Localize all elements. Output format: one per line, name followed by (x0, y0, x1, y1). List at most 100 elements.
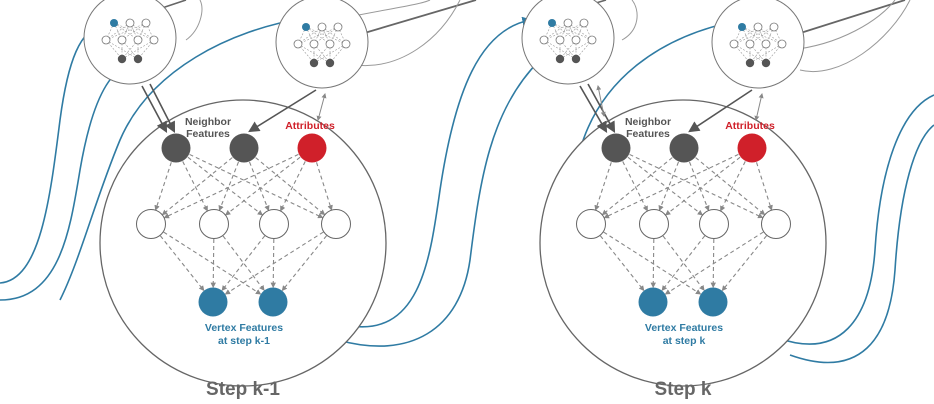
mini-output-node (117, 54, 127, 64)
dashed-edge (221, 235, 266, 292)
mini-hidden-node (555, 35, 565, 45)
hidden-node (321, 209, 351, 239)
vertex-features-label-line2: at step k (663, 335, 706, 347)
mini-node (563, 18, 573, 28)
blue-link-curve (789, 124, 934, 364)
dashed-edge (603, 231, 702, 295)
neighbor-features-label-line2: Features (186, 128, 230, 140)
mini-node (579, 18, 589, 28)
mini-hidden-node (729, 39, 739, 49)
mini-vertex-node (738, 23, 746, 31)
edges (594, 153, 773, 295)
dashed-edge (622, 161, 648, 212)
mini-output-node (571, 54, 581, 64)
dashed-edge (695, 157, 766, 216)
mini-hidden-node (761, 39, 771, 49)
mini-edge (297, 43, 331, 64)
panel-step-curr (539, 99, 827, 387)
vertex-features-label-line1: Vertex Features (205, 322, 283, 334)
mini-hidden-node (293, 39, 303, 49)
dashed-edge (720, 161, 746, 212)
dashed-edge (224, 156, 301, 216)
dashed-edge (280, 161, 306, 212)
mini-node (769, 22, 779, 32)
mini-network-icon (711, 0, 805, 89)
mini-hidden-node (587, 35, 597, 45)
hidden-node (639, 209, 669, 239)
mini-hidden-node (101, 35, 111, 45)
dashed-edge (224, 231, 324, 295)
dashed-edge (627, 156, 704, 216)
feature-arrow (579, 85, 608, 133)
dashed-edge (163, 231, 262, 295)
gray-loop (789, 0, 896, 51)
mini-edge (121, 22, 147, 41)
mini-edge (559, 39, 593, 60)
mini-edge (749, 26, 775, 45)
dashed-edge (599, 235, 645, 292)
mini-hidden-node (745, 39, 755, 49)
neighbor-feature-node (669, 133, 699, 163)
dashed-edge (603, 153, 739, 219)
neighbor-feature-node (601, 133, 631, 163)
hidden-node (259, 209, 289, 239)
dashed-edge (661, 235, 706, 292)
mini-network-icon (521, 0, 615, 85)
mini-network-circle (275, 0, 369, 89)
blue-link-curve (0, 20, 106, 284)
mini-edge (757, 26, 783, 45)
mini-hidden-node (309, 39, 319, 49)
step-label: Step k-1 (206, 379, 280, 400)
feature-arrow (248, 89, 317, 133)
gray-loop (799, 0, 911, 72)
attribute-node (737, 133, 767, 163)
step-label: Step k (654, 379, 711, 400)
mini-edge (749, 43, 783, 64)
mini-output-node (745, 58, 755, 68)
blue-link-curve (344, 16, 532, 328)
panel-step-prev-labels: Neighbor Features Attributes Vertex Feat… (185, 116, 335, 400)
mini-edge (567, 22, 593, 41)
hidden-node (136, 209, 166, 239)
dashed-edge (161, 157, 233, 216)
mini-edge (543, 22, 569, 41)
neighbor-features-label-line1: Neighbor (185, 116, 231, 128)
blue-link-curve (777, 94, 934, 345)
mini-edge (129, 22, 155, 41)
mini-edge (733, 26, 759, 45)
attribute-link-arrow (316, 93, 327, 121)
dashed-edge (664, 156, 741, 216)
mini-edge (121, 39, 155, 60)
mini-output-node (309, 58, 319, 68)
dashed-edge (182, 161, 208, 212)
mini-edge (105, 22, 147, 41)
panel-step-prev (99, 99, 387, 387)
blue-link-curve (59, 17, 306, 301)
neighbor-features-label-line2: Features (626, 128, 670, 140)
mini-network-circle (711, 0, 805, 89)
mini-edge (313, 26, 339, 45)
mini-network-icon (83, 0, 177, 85)
dashed-edge (601, 157, 673, 216)
mini-node (141, 18, 151, 28)
mini-hidden-node (341, 39, 351, 49)
mini-network-circle (521, 0, 615, 85)
gray-loop (621, 0, 638, 41)
mini-node (317, 22, 327, 32)
hidden-node (199, 209, 229, 239)
dashed-edge (315, 162, 333, 211)
vertex-feature-node (258, 287, 288, 317)
attributes-label: Attributes (725, 120, 775, 132)
mini-node (333, 22, 343, 32)
blue-link-curve (337, 59, 541, 347)
mini-hidden-node (539, 35, 549, 45)
dashed-edge (255, 157, 326, 216)
vertex-feature-node (638, 287, 668, 317)
mini-edge (321, 26, 347, 45)
neighbor-feature-node (229, 133, 259, 163)
mini-hidden-node (149, 35, 159, 45)
hidden-node (699, 209, 729, 239)
feature-arrow (141, 85, 168, 133)
vertex-feature-node (698, 287, 728, 317)
mini-hidden-node (325, 39, 335, 49)
